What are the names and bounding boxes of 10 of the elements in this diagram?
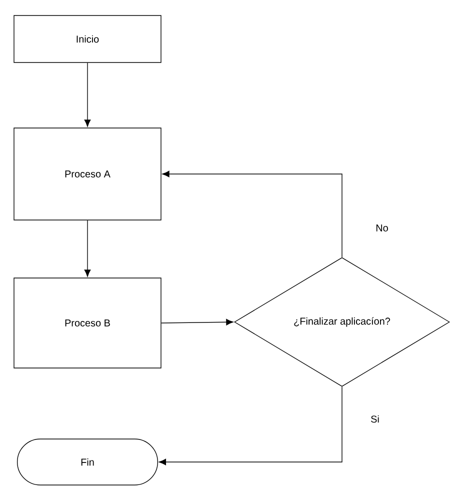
process-box: Proceso A [14, 128, 162, 220]
edge-label: No [374, 224, 390, 232]
process-box: Inicio [14, 15, 162, 63]
process-box: Proceso B [14, 278, 162, 368]
arrow [158, 386, 342, 466]
arrow [84, 62, 91, 127]
arrow [84, 220, 91, 277]
arrow [161, 318, 234, 326]
edge-label: Si [370, 414, 380, 424]
arrow [162, 170, 342, 258]
